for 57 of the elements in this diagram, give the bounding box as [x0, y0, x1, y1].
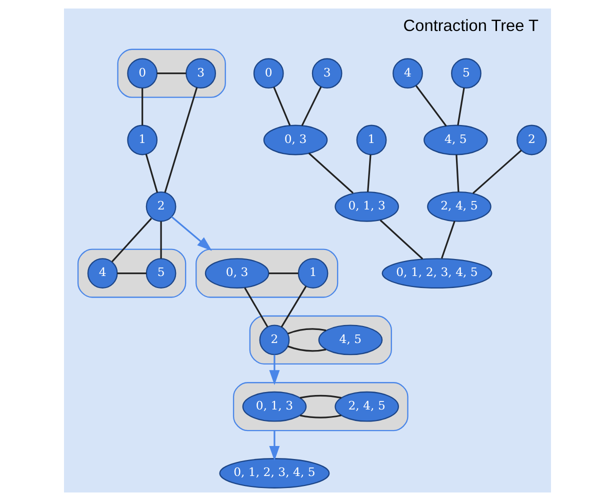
cluster: [77, 248, 186, 298]
connector: [288, 346, 326, 352]
node-ellipse: 0, 1, 3: [242, 391, 307, 422]
diagram-title: Contraction Tree T: [403, 16, 538, 35]
connector: [472, 150, 522, 194]
connector: [288, 328, 326, 334]
node-ellipse: 0, 1, 2, 3, 4, 5: [382, 258, 492, 288]
node-ellipse: 4, 5: [318, 324, 383, 356]
connector: [164, 87, 198, 193]
connector: [160, 221, 162, 258]
node-circle: 5: [451, 58, 482, 89]
connector: [440, 220, 456, 259]
node-ellipse: 2, 4, 5: [427, 191, 492, 222]
node-ellipse: 0, 1, 2, 3, 4, 5: [219, 458, 330, 488]
cluster: [249, 315, 392, 364]
arrow: [171, 216, 212, 251]
connector: [111, 218, 152, 262]
node-circle: 0: [253, 58, 284, 89]
arrow: [269, 354, 280, 386]
connector: [301, 86, 322, 126]
connector: [145, 154, 158, 193]
connector: [457, 88, 465, 126]
cluster: [117, 48, 226, 98]
node-circle: 1: [298, 258, 328, 288]
node-circle: 3: [186, 58, 216, 89]
connector: [268, 272, 298, 274]
node-circle: 2: [516, 124, 547, 156]
cluster: [232, 382, 408, 432]
connector: [300, 414, 342, 418]
node-ellipse: 4, 5: [424, 124, 488, 156]
node-ellipse: 0, 3: [263, 124, 328, 156]
node-circle: 1: [356, 124, 387, 156]
node-circle: 0: [127, 58, 158, 89]
connector: [273, 86, 291, 126]
node-circle: 4: [87, 258, 118, 288]
node-circle: 4: [392, 58, 423, 89]
node-circle: 2: [146, 191, 176, 222]
connector: [380, 220, 424, 260]
connector: [300, 394, 342, 399]
node-circle: 1: [127, 124, 158, 156]
node-ellipse: 0, 3: [204, 258, 270, 288]
node-circle: 2: [259, 324, 290, 356]
connector: [117, 272, 146, 274]
cluster: [196, 248, 338, 298]
connector: [280, 286, 307, 328]
connector: [142, 88, 144, 126]
connector: [415, 85, 447, 126]
connector: [367, 154, 372, 192]
connector: [456, 154, 460, 192]
node-circle: 5: [146, 258, 176, 288]
arrow: [269, 430, 280, 461]
node-circle: 3: [312, 58, 342, 89]
connector: [308, 152, 354, 194]
node-ellipse: 0, 1, 3: [334, 191, 399, 222]
connector: [244, 287, 268, 328]
node-ellipse: 2, 4, 5: [334, 391, 399, 422]
connector: [156, 72, 186, 74]
